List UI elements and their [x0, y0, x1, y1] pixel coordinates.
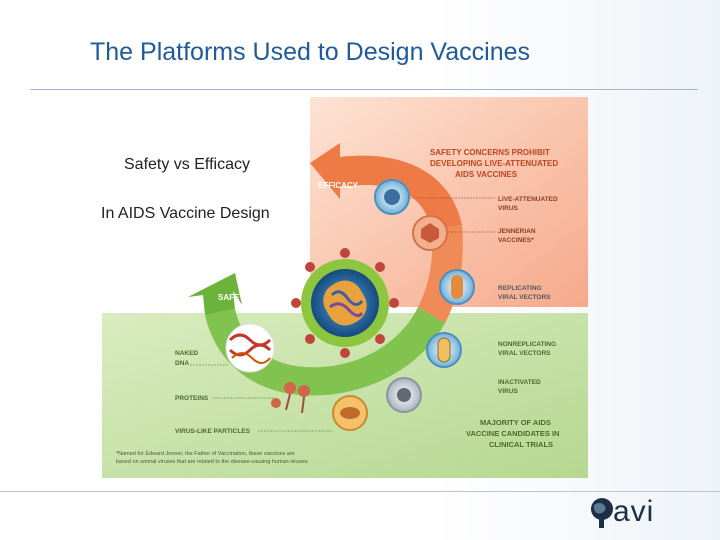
title-divider: [30, 89, 698, 90]
subtitle-line-1: Safety vs Efficacy: [124, 156, 250, 174]
nonreplicating-vector-icon: [427, 333, 461, 367]
hiv-virus-icon: [291, 248, 399, 358]
footer-divider: [0, 491, 720, 492]
safety-label: SAFETY: [218, 293, 250, 302]
efficacy-label: EFFICACY: [318, 181, 359, 190]
vlp-label: VIRUS-LIKE PARTICLES: [175, 428, 251, 435]
globe-icon: [588, 495, 616, 529]
vaccine-platform-diagram: EFFICACY SAFETY: [100, 95, 590, 480]
replicating-vector-icon: [440, 270, 474, 304]
subtitle-line-2: In AIDS Vaccine Design: [101, 205, 270, 223]
inactivated-virus-icon: [387, 378, 421, 412]
page-title: The Platforms Used to Design Vaccines: [90, 38, 530, 67]
live-attenuated-virus-icon: [375, 180, 409, 214]
vlp-icon: [333, 396, 367, 430]
naked-dna-icon: [226, 324, 274, 372]
iavi-logo-text: avi: [613, 495, 654, 529]
jennerian-vaccine-icon: [413, 216, 447, 250]
proteins-label: PROTEINS: [175, 395, 209, 402]
